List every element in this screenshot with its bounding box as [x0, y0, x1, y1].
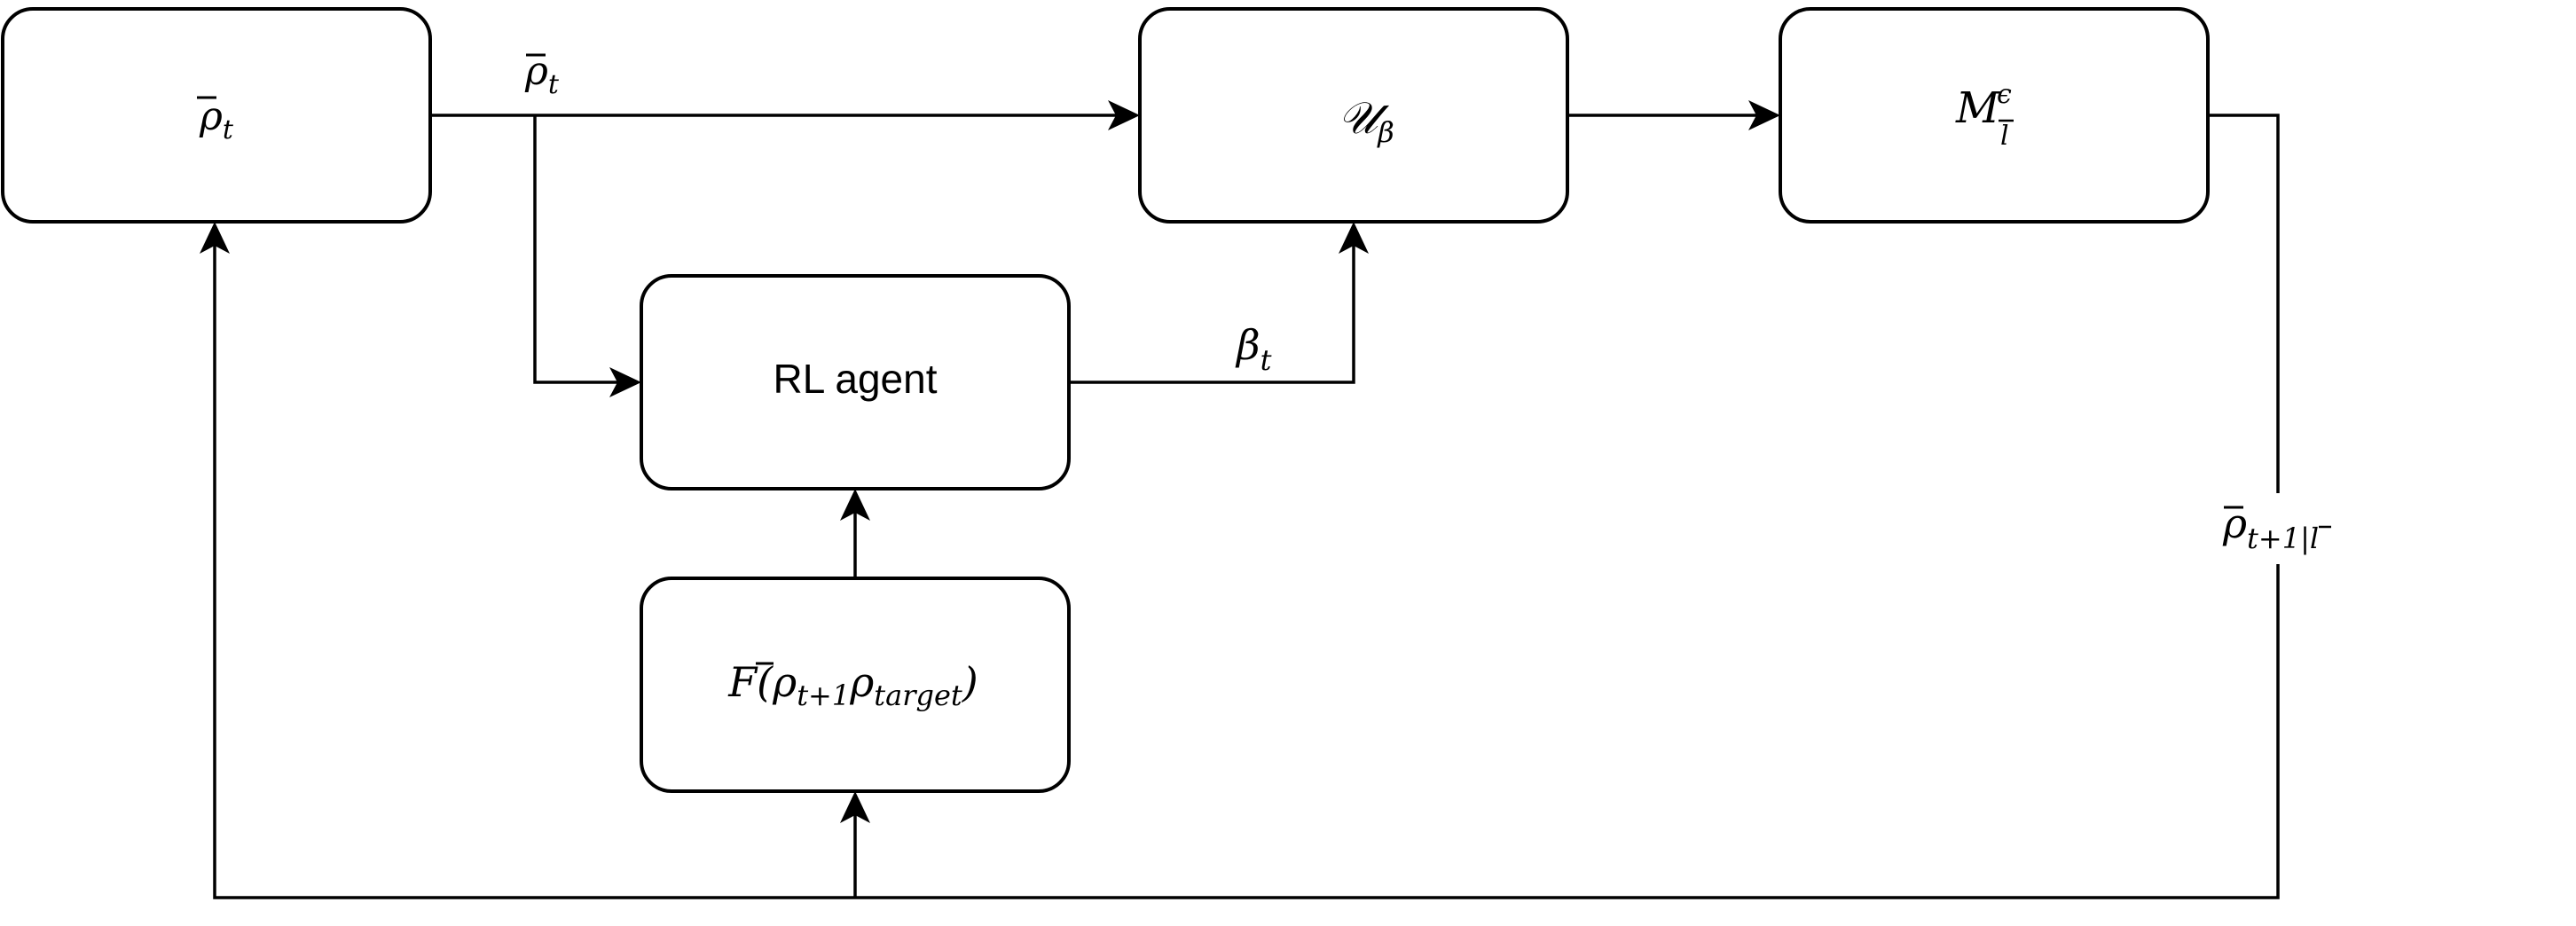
edge-agent-to-unitary	[1069, 222, 1369, 384]
fidelity-sub1: t+1	[797, 679, 850, 712]
svg-text:βt: βt	[1235, 321, 1272, 377]
rl-agent-node: RL agent	[640, 274, 1071, 490]
edge-label-state: ρt	[524, 49, 560, 100]
edge-feedback-loop	[200, 114, 2280, 899]
rl-agent-label: RL agent	[774, 356, 938, 402]
svg-text:F(ρt+1ρtarget): F(ρt+1ρtarget)	[727, 658, 978, 712]
edge-label-action-symbol: β	[1235, 321, 1261, 369]
edge-state-to-agent	[533, 115, 641, 397]
edge-label-feedback-subscript: t+1|	[2247, 522, 2310, 555]
edge-loop-to-fidelity	[840, 791, 870, 898]
fidelity-suffix: )	[962, 658, 978, 706]
svg-text:ρt: ρt	[524, 49, 560, 100]
edge-unitary-to-measurement	[1567, 100, 1780, 130]
state-node-subscript: t	[223, 114, 234, 145]
measurement-node-subscript: l	[2000, 121, 2009, 152]
edge-label-state-subscript: t	[548, 69, 560, 100]
edge-state-to-unitary	[430, 100, 1140, 130]
unitary-node-subscript: β	[1377, 115, 1394, 149]
measurement-node-superscript: ϵ	[1997, 79, 2012, 110]
measurement-node: M ϵ l	[1779, 7, 2210, 224]
edge-label-action-subscript: t	[1261, 343, 1272, 377]
state-node-symbol: ρ	[199, 94, 223, 139]
fidelity-rho2: ρ	[849, 658, 874, 706]
edge-fidelity-to-agent	[840, 489, 870, 578]
edge-label-feedback: ρt+1|l	[2218, 493, 2338, 564]
fidelity-prefix: F(	[727, 658, 774, 706]
measurement-node-symbol: M	[1955, 83, 2001, 133]
fidelity-sub2: target	[874, 679, 962, 712]
edge-label-feedback-subscript-l: l	[2310, 522, 2319, 555]
svg-text:ρt: ρt	[199, 94, 234, 145]
fidelity-rho: ρ	[772, 658, 797, 706]
edge-label-action: βt	[1235, 321, 1272, 377]
state-node: ρt	[1, 7, 432, 224]
unitary-node: 𝒰β	[1138, 7, 1569, 224]
fidelity-node: F(ρt+1ρtarget)	[640, 577, 1071, 793]
